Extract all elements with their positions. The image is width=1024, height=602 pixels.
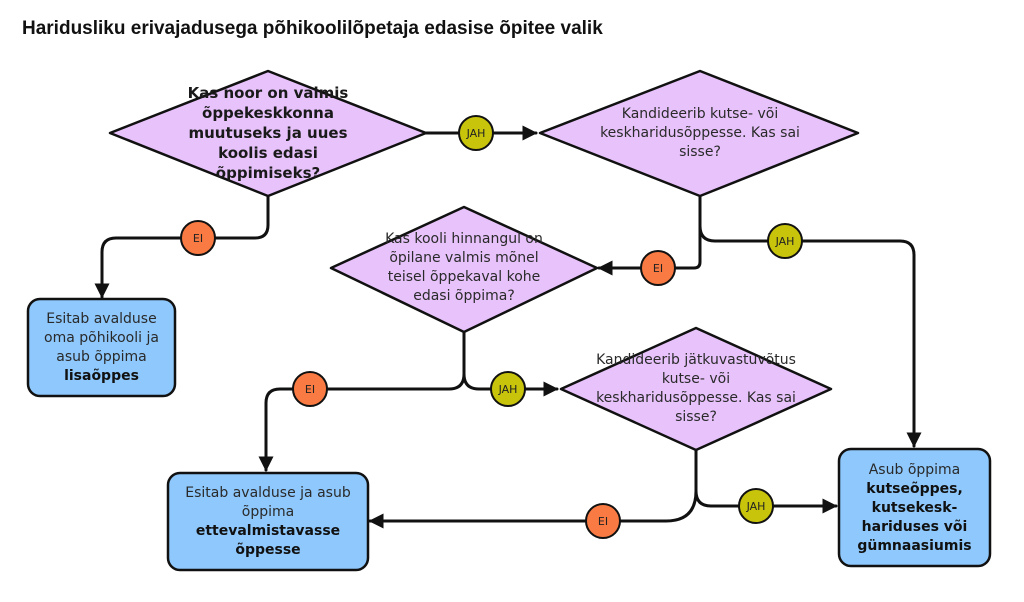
decision-q3-shape <box>329 205 599 334</box>
decision-q4-shape <box>559 326 833 452</box>
outcome-o1-shape <box>26 297 177 398</box>
badge-jah-q4-o3: JAH <box>738 488 774 524</box>
decision-q3-text: Kas kooli hinnangul on õpilane valmis mõ… <box>385 231 543 304</box>
badge-jah-q3-q4: JAH <box>490 371 526 407</box>
outcome-o2-shape <box>166 471 370 572</box>
edge-q3-o2 <box>258 372 466 472</box>
badge-ei-q1-o1: EI <box>180 220 216 256</box>
badge-ei-q4-o2: EI <box>585 503 621 539</box>
badge-jah-q1-q2: JAH <box>458 115 494 151</box>
decision-q2-text: Kandideerib kutse- või keskharidusõppess… <box>600 105 800 160</box>
badge-ei-q3-o2: EI <box>292 371 328 407</box>
outcome-o1-bold: lisaõppes <box>64 368 139 384</box>
outcome-o3-bold: kutseõppes, kutsekesk-hariduses või gümn… <box>857 480 972 554</box>
decision-q1-shape <box>108 69 428 198</box>
badge-ei-q2-q3: EI <box>640 250 676 286</box>
decision-q2-shape <box>538 69 860 198</box>
outcome-o3-text: Asub õppima kutseõppes, kutsekesk-haridu… <box>846 453 983 563</box>
outcome-o2-text: Esitab avalduse ja asub õppima ettevalmi… <box>176 477 360 567</box>
outcome-o3-main: Asub õppima <box>868 461 961 478</box>
outcome-o3-shape <box>837 447 992 568</box>
outcome-o1-text: Esitab avalduse oma põhikooli ja asub õp… <box>34 303 169 393</box>
outcome-o2-bold: ettevalmistavasse õppesse <box>195 523 341 558</box>
edge-q2-q3 <box>597 224 702 276</box>
decision-q4-text: Kandideerib jätkuvastuvõtus kutse- või k… <box>596 352 796 425</box>
outcome-o2-main: Esitab avalduse ja asub õppima <box>185 485 351 520</box>
badge-jah-q2-o3: JAH <box>767 223 803 259</box>
outcome-o1-main: Esitab avalduse oma põhikooli ja asub õp… <box>44 311 159 365</box>
decision-q1-text: Kas noor on valmis õppekeskkonna muutuse… <box>187 84 349 182</box>
edge-q4-o2 <box>368 489 698 529</box>
diagram-title: Haridusliku erivajadusega põhikoolilõpet… <box>22 18 603 39</box>
